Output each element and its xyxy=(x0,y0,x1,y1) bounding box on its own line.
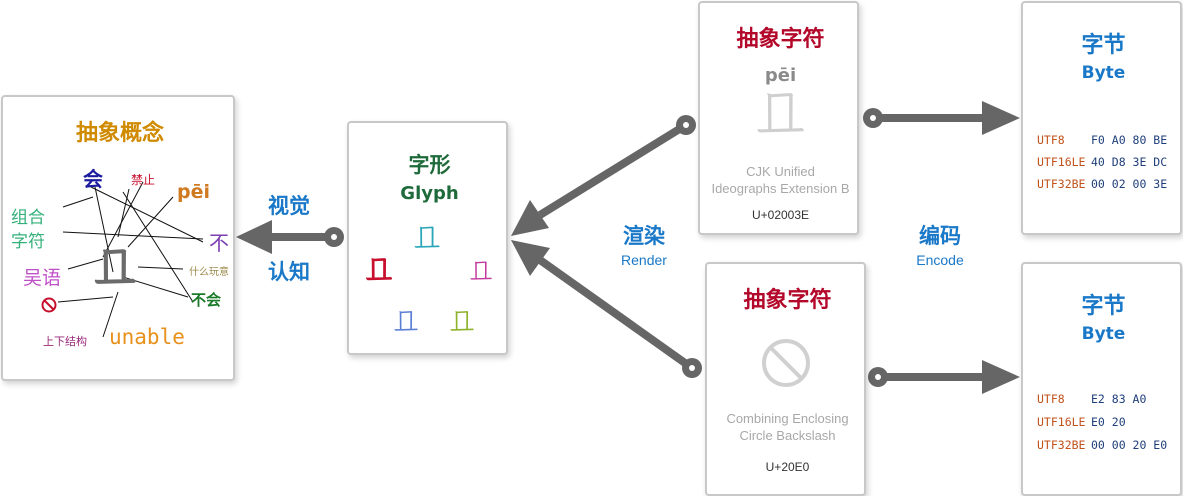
char-top-title: 抽象字符 xyxy=(736,27,825,52)
word-jinzhi: 禁止 xyxy=(131,173,156,187)
word-wuyu: 吴语 xyxy=(23,267,62,289)
word-pei: pēi xyxy=(177,181,210,203)
glyph-variant-magenta: 𠀃 xyxy=(469,257,493,285)
char-top-desc1: CJK Unified xyxy=(746,164,815,179)
char-top-pinyin: pēi xyxy=(764,65,797,86)
recognize-line1: 视觉 xyxy=(268,194,310,218)
glyph-variant-red: 𠀃 xyxy=(365,253,394,286)
glyph-variant-green: 𠀃 xyxy=(449,307,476,337)
recognize-arrow xyxy=(236,220,344,254)
glyph-title: 字形 xyxy=(408,153,451,177)
encode-en: Encode xyxy=(916,252,964,268)
glyph-subtitle: Glyph xyxy=(400,183,459,204)
word-shenme: 什么玩意 xyxy=(189,267,229,278)
render-arrow-bottom xyxy=(511,240,702,378)
char-bottom-codepoint: U+20E0 xyxy=(765,460,810,474)
render-en: Render xyxy=(621,252,667,268)
render-arrow-top xyxy=(511,115,696,236)
char-bottom-desc2: Circle Backslash xyxy=(739,428,836,443)
recognize-line2: 认知 xyxy=(268,260,310,284)
glyph-variant-blue: 𠀃 xyxy=(393,307,420,337)
glyph-box: 字形 Glyph 𠀃 𠀃 𠀃 𠀃 𠀃 xyxy=(347,121,508,355)
word-zifu: 字符 xyxy=(11,232,45,252)
char-top-desc2: Ideographs Extension B xyxy=(711,181,850,196)
char-top-codepoint: U+02003E xyxy=(751,208,810,222)
word-shangxia: 上下结构 xyxy=(43,335,87,348)
char-top-box: 抽象字符 pēi 𠀃 CJK Unified Ideographs Extens… xyxy=(698,1,859,235)
circle-backslash-icon xyxy=(759,336,813,390)
encode-arrow-top xyxy=(863,101,1020,135)
char-bottom-title: 抽象字符 xyxy=(743,288,832,313)
bytes-top-title: 字节 xyxy=(1081,33,1126,58)
concept-links xyxy=(57,181,204,338)
word-zuhe: 组合 xyxy=(11,208,45,228)
word-unable: unable xyxy=(109,325,185,349)
encode-zh: 编码 xyxy=(919,224,961,248)
concept-big-char: 𠀃 xyxy=(93,242,137,293)
encode-arrow-bottom xyxy=(868,360,1020,394)
char-bottom-desc1: Combining Enclosing xyxy=(726,411,849,426)
word-bu: 不 xyxy=(209,231,229,255)
bytes-bottom-title: 字节 xyxy=(1081,294,1126,319)
glyph-variant-teal: 𠀃 xyxy=(413,221,442,254)
concept-box: 抽象概念 𠀃 会 禁止 pēi 组合 字符 不 吴语 什么玩意 不会 上下结构 … xyxy=(1,95,235,381)
char-top-glyph: 𠀃 xyxy=(754,84,807,144)
char-bottom-box: 抽象字符 Combining Enclosing Circle Backslas… xyxy=(705,262,866,496)
word-buhui: 不会 xyxy=(191,291,222,309)
prohibited-icon xyxy=(41,297,57,313)
bytes-bottom-subtitle: Byte xyxy=(1081,324,1126,344)
render-zh: 渲染 xyxy=(623,224,665,248)
concept-title: 抽象概念 xyxy=(75,121,164,146)
word-hui: 会 xyxy=(83,167,103,191)
bytes-top-subtitle: Byte xyxy=(1081,63,1126,83)
